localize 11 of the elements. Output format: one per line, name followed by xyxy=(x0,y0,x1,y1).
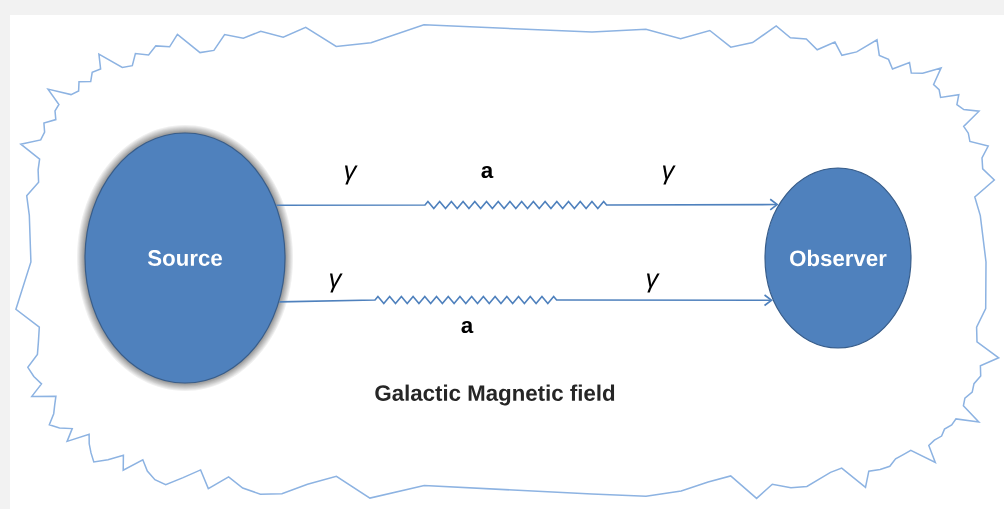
particle-symbol: γ xyxy=(344,165,358,185)
ellipse-node: Observer xyxy=(764,167,912,349)
ellipse-node: Source xyxy=(84,132,286,384)
arrow xyxy=(278,294,773,307)
arrow xyxy=(275,198,779,211)
particle-symbol: γ xyxy=(646,273,660,293)
particle-symbol: a xyxy=(461,320,474,334)
region-label: Galactic Magnetic field xyxy=(375,384,615,406)
particle-symbol: a xyxy=(481,165,494,179)
particle-symbol: γ xyxy=(662,165,676,185)
particle-symbol: γ xyxy=(329,273,343,293)
